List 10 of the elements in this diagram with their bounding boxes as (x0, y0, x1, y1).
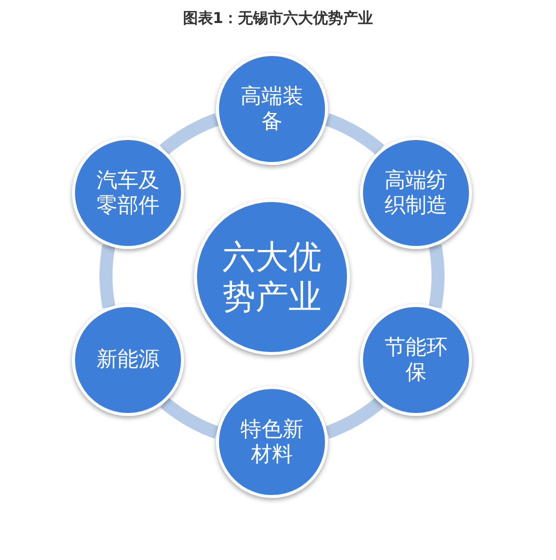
industry-circle (360, 137, 472, 249)
node-label: 特色新材料 (240, 416, 304, 468)
node-label: 节能环保 (384, 334, 448, 386)
node-label: 高端装备 (240, 84, 304, 134)
chart-title: 图表1：无锡市六大优势产业 (182, 8, 374, 28)
industry-circle (72, 137, 184, 249)
node-label: 高端纺织制造 (384, 168, 448, 218)
node-label: 六大优势产业 (221, 237, 322, 317)
node-label: 新能源 (96, 347, 160, 373)
node-label: 汽车及零部件 (96, 168, 160, 218)
